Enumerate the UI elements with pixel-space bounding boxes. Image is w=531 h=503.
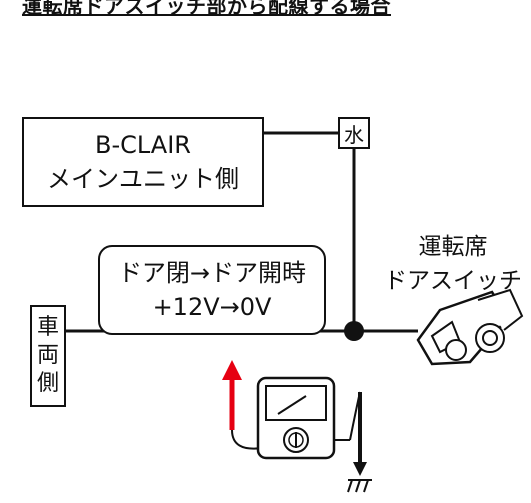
junction-dot <box>344 321 364 341</box>
vehicle-side-char-1: 車 <box>36 315 59 340</box>
water-tap-label: 水 <box>344 122 364 147</box>
unit-box: B-CLAIR メインユニット側 <box>22 117 264 207</box>
vehicle-side-char-3: 側 <box>36 371 59 396</box>
vehicle-side-char-2: 両 <box>36 343 59 368</box>
unit-label-line1: B-CLAIR <box>95 131 191 159</box>
page-heading: 運転席ドアスイッチ部から配線する場合 <box>22 0 391 18</box>
probe-arrow-icon <box>222 360 242 430</box>
water-tap-box: 水 <box>338 117 370 149</box>
unit-label-line2: メインユニット側 <box>47 165 239 193</box>
driver-switch-line2: ドアスイッチ <box>384 268 522 294</box>
vehicle-side-box: 車 両 側 <box>30 305 66 407</box>
voltage-note-box: ドア閉→ドア開時 +12V→0V <box>98 245 326 335</box>
multimeter-icon <box>231 376 361 460</box>
voltage-note-line2: +12V→0V <box>152 293 272 321</box>
door-switch-icon <box>416 288 524 366</box>
voltage-note-line1: ドア閉→ドア開時 <box>117 259 307 287</box>
ground-icon <box>347 392 372 493</box>
driver-switch-line1: 運転席 <box>418 234 488 260</box>
driver-switch-label: 運転席 ドアスイッチ <box>368 230 531 298</box>
